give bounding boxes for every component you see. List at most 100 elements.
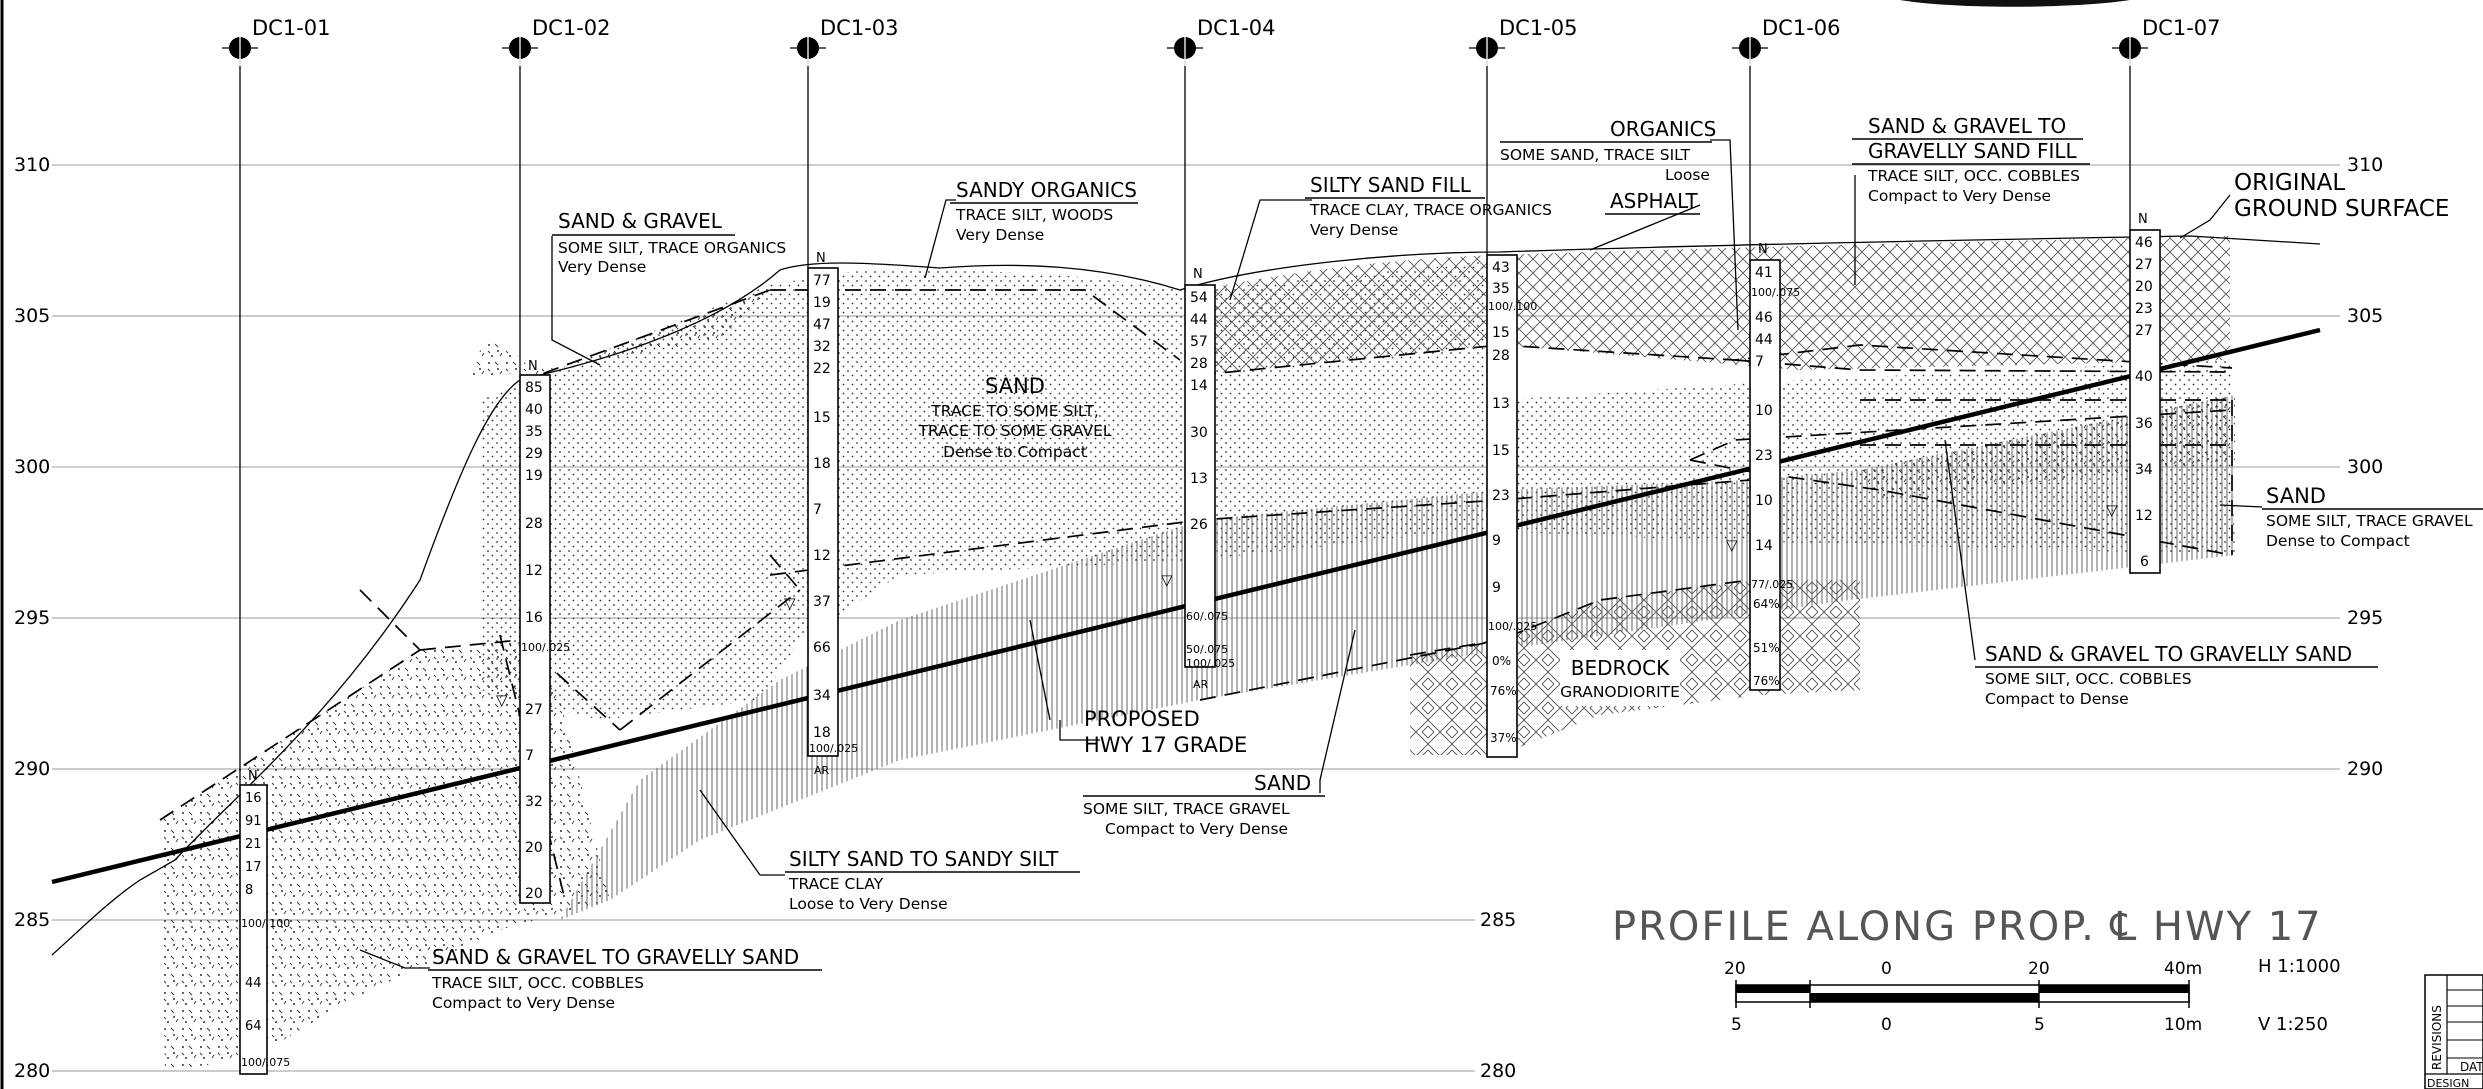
- blowcount: 12: [2135, 508, 2153, 524]
- blowcount-group: 41 100/.075 46 44 7 10 23 10 14 77/.025 …: [1751, 265, 1800, 688]
- blowcount: 9: [1492, 580, 1501, 596]
- silty-sand-fill: [560, 395, 2235, 920]
- borehole-id-dc1-02: DC1-02: [532, 16, 611, 40]
- blowcount: 28: [1190, 356, 1208, 372]
- stratum-detail: Compact to Very Dense: [432, 994, 615, 1012]
- borehole-column-dc1-06: N 41 100/.075 46 44 7 10 23 10 14 77/.02…: [1726, 242, 1800, 691]
- blowcount: 27: [525, 702, 543, 718]
- blowcount: 77/.025: [1751, 578, 1793, 591]
- strata-fills: [160, 236, 2235, 1070]
- stratum-title: SILTY SAND FILL: [1310, 173, 1472, 197]
- stratum-label-sand-right: SAND SOME SILT, TRACE GRAVEL Dense to Co…: [2262, 484, 2483, 550]
- blowcount: 20: [525, 840, 543, 856]
- blowcount: 12: [813, 548, 831, 564]
- blowcount: 29: [525, 446, 543, 462]
- blowcount: 0%: [1492, 654, 1511, 668]
- blowcount: 44: [1755, 332, 1773, 348]
- h-scale-tick: 20: [1724, 959, 1746, 979]
- borehole-id-dc1-01: DC1-01: [252, 16, 331, 40]
- stratum-detail: TRACE SILT, WOODS: [955, 206, 1113, 224]
- stratum-title: SAND & GRAVEL TO GRAVELLY SAND: [1985, 642, 2352, 666]
- stratum-detail: Loose to Very Dense: [789, 895, 948, 913]
- elev-label-left: 290: [14, 758, 50, 780]
- blowcount: 26: [1190, 517, 1208, 533]
- title-block: REVISIONS DAT DESIGN: [2424, 974, 2483, 1089]
- blowcount: 46: [1755, 310, 1773, 326]
- blowcount: 15: [1492, 325, 1510, 341]
- blowcount: 23: [1492, 488, 1510, 504]
- borehole-head-dc1-03: [790, 30, 826, 66]
- sand-stratum-fill: [480, 260, 2235, 720]
- blowcount: 15: [1492, 443, 1510, 459]
- blowcount-group: 16 91 21 17 8 100/.100 44 64 100/.075: [241, 791, 290, 1069]
- borehole-id-dc1-06: DC1-06: [1762, 16, 1841, 40]
- borehole-column-dc1-05: 43 35 100/.100 15 28 13 15 23 9 9 100/.0…: [1486, 254, 1537, 758]
- blowcount: 76%: [1490, 684, 1517, 698]
- blowcount: 8: [245, 883, 253, 898]
- stratum-detail: TRACE CLAY, TRACE ORGANICS: [1309, 201, 1552, 219]
- blowcount: AR: [814, 764, 830, 777]
- elev-label-right: 285: [1480, 909, 1516, 931]
- elev-label-right: 295: [2347, 607, 2383, 629]
- elev-label-left: 305: [14, 305, 50, 327]
- blowcount: 40: [2135, 369, 2153, 385]
- borehole-id-dc1-04: DC1-04: [1197, 16, 1276, 40]
- blowcount: 57: [1190, 334, 1208, 350]
- stratum-title: PROPOSED: [1084, 707, 1200, 731]
- blowcount: 77: [813, 273, 831, 289]
- borehole-head-dc1-07: [2112, 30, 2148, 66]
- blowcount: 85: [525, 380, 543, 396]
- blowcount: 76%: [1753, 674, 1780, 688]
- borehole-head-dc1-04: [1167, 30, 1203, 66]
- organics-fill: [770, 268, 1180, 290]
- blowcount-group: 54 44 57 28 14 30 13 26 60/.075 50/.075 …: [1186, 290, 1235, 691]
- borehole-heads: DC1-01 DC1-02 DC1-03 DC1-04 DC1-05 DC1-0…: [222, 16, 2221, 785]
- elev-label-left: 310: [14, 154, 50, 176]
- n-header: N: [528, 359, 538, 374]
- n-header: N: [1758, 242, 1768, 257]
- stratum-detail: TRACE CLAY: [788, 875, 884, 893]
- blowcount: 15: [813, 410, 831, 426]
- stratum-title: SAND: [1254, 771, 1311, 795]
- stratum-title: SAND: [985, 374, 1045, 398]
- blowcount-group: 46 27 20 23 27 40 36 34 12 6: [2135, 235, 2153, 570]
- blowcount: 37%: [1490, 731, 1517, 745]
- stratum-detail: TRACE TO SOME GRAVEL: [917, 422, 1111, 440]
- blowcount: 23: [1755, 448, 1773, 464]
- stratum-label-organics: ORGANICS SOME SAND, TRACE SILT Loose: [1500, 117, 1716, 184]
- water-level-icon: ▽: [784, 594, 796, 612]
- blowcount: 34: [813, 688, 831, 704]
- blowcount: 54: [1190, 290, 1208, 306]
- stratum-title: ORIGINAL: [2234, 170, 2345, 196]
- stratum-detail: Very Dense: [558, 258, 646, 276]
- blowcount: 16: [525, 610, 543, 626]
- v-scale-tick: 0: [1881, 1015, 1892, 1035]
- blowcount: 6: [2140, 554, 2149, 570]
- blowcount: 34: [2135, 462, 2153, 478]
- elev-label-right: 310: [2347, 154, 2383, 176]
- stratum-label-sand-gravel-lower: SAND & GRAVEL TO GRAVELLY SAND TRACE SIL…: [428, 945, 822, 1012]
- v-scale-tick: 5: [2034, 1015, 2045, 1035]
- north-arrow-fragment: [1900, 0, 2130, 7]
- water-level-icon: ▽: [1161, 571, 1173, 589]
- v-scale-tick: 10m: [2164, 1015, 2202, 1035]
- blowcount: 36: [2135, 416, 2153, 432]
- blowcount: 100/.025: [1488, 620, 1537, 633]
- blowcount: 35: [1492, 281, 1510, 297]
- blowcount: 16: [245, 791, 262, 806]
- blowcount: 30: [1190, 425, 1208, 441]
- stratum-detail: TRACE SILT, OCC. COBBLES: [431, 974, 644, 992]
- blowcount: 66: [813, 640, 831, 656]
- blowcount: 100/.075: [1751, 286, 1800, 299]
- blowcount: 17: [245, 860, 262, 875]
- blowcount: 100/.100: [241, 917, 290, 930]
- n-header: N: [1193, 267, 1203, 282]
- n-header: N: [816, 251, 826, 266]
- blowcount-group: 85 40 35 29 19 28 12 16 100/.025 27 7 32…: [521, 380, 570, 902]
- blowcount: 60/.075: [1186, 610, 1228, 623]
- design-label: DESIGN: [2427, 1077, 2469, 1089]
- stratum-detail: SOME SILT, OCC. COBBLES: [1985, 670, 2192, 688]
- blowcount: 32: [525, 794, 543, 810]
- stratum-label-asphalt: ASPHALT: [1605, 189, 1700, 215]
- blowcount: 100/.025: [809, 742, 858, 755]
